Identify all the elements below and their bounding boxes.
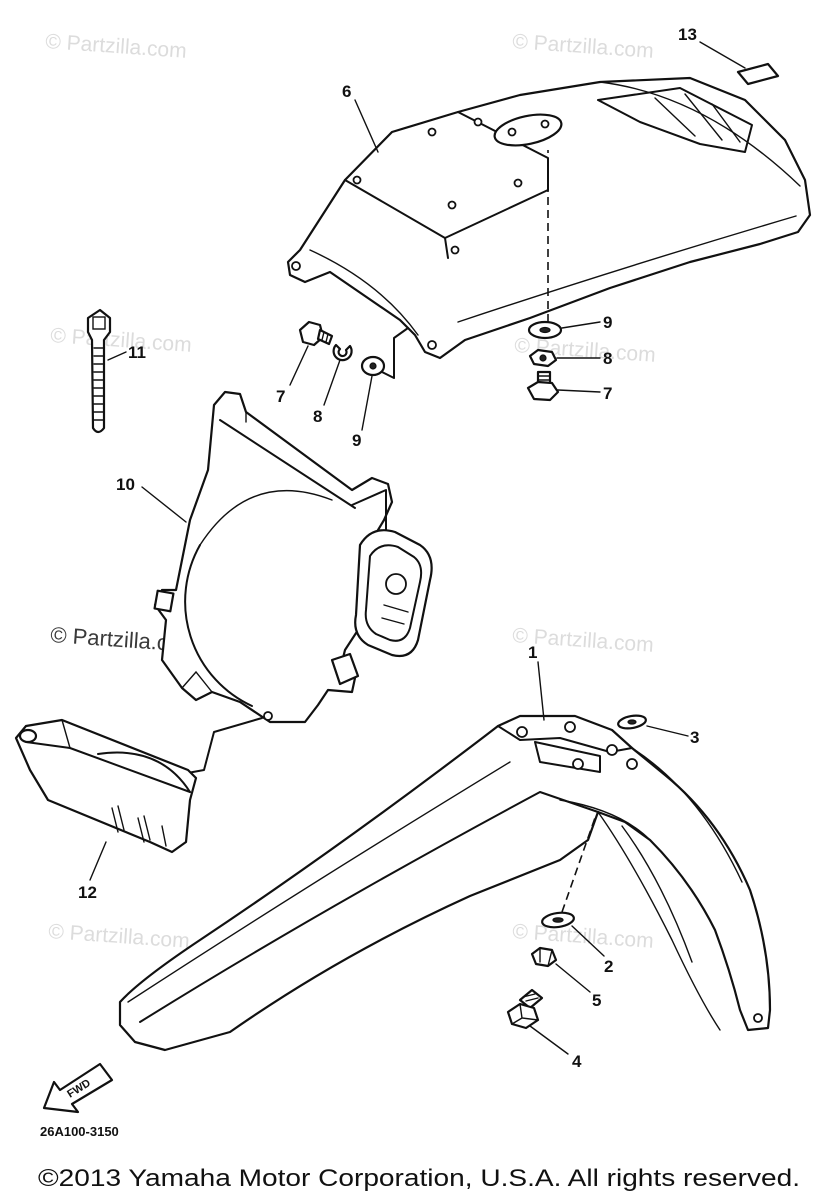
callout-9-left: 9 [352,431,361,450]
callout-3: 3 [690,728,699,747]
washer-bottom [541,911,575,929]
cable-tie [86,308,112,434]
callout-10: 10 [116,475,135,494]
washer-right [527,320,563,340]
callout-5: 5 [592,991,601,1010]
watermark: © Partzilla.com [45,30,188,63]
callout-8-left: 8 [313,407,322,426]
callout-4: 4 [572,1052,582,1071]
fwd-arrow-icon: FWD [42,1062,114,1114]
drawing-number: 26A100-3150 [40,1124,119,1139]
callout-2: 2 [604,957,613,976]
callouts: 13 6 11 7 8 9 9 8 7 10 1 3 12 2 5 4 [78,25,699,1071]
bolt-right [526,370,560,402]
watermark: © Partzilla.com [512,30,655,63]
bolt-left [298,320,334,347]
callout-1: 1 [528,643,537,662]
front-fender [118,714,772,1052]
nut [530,946,558,968]
callout-12: 12 [78,883,97,902]
leader-lines [89,41,746,1055]
lock-washer-left [332,343,353,362]
connector-line [381,327,409,379]
watermark: © Partzilla.com [50,324,193,357]
callout-8-right: 8 [603,349,612,368]
lock-washer-right [528,348,558,368]
connector-line [181,717,263,775]
callout-13: 13 [678,25,697,44]
callout-6: 6 [342,82,351,101]
copyright-notice: ©2013 Yamaha Motor Corporation, U.S.A. A… [38,1165,800,1192]
callout-7-right: 7 [603,384,612,403]
rear-fender [286,76,812,360]
bolt-bottom [506,988,544,1030]
washer-front [617,714,647,730]
tag-part [736,62,780,86]
number-plate [153,390,433,724]
mounting-line [561,814,597,913]
guard-plate [14,718,198,854]
watermark: © Partzilla.com [48,920,191,953]
callout-7-left: 7 [276,387,285,406]
callout-9-right: 9 [603,313,612,332]
callout-11: 11 [128,343,146,362]
washer-left [360,355,386,377]
